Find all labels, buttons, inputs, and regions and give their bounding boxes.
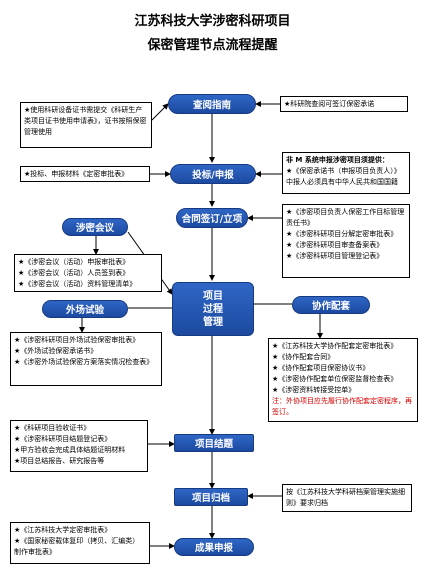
box-line: ★《江苏科技大学协作配套定密审批表》 xyxy=(272,342,398,350)
box-line: 按《江苏科技大学科研档案管理实施细则》要求归档 xyxy=(286,488,405,507)
box-line: ★《保密承诺书（申报项目负责人）》 xyxy=(286,167,401,175)
node-bid-apply: 投标/申报 xyxy=(170,164,256,184)
node-classified-meeting: 涉密会议 xyxy=(62,218,128,236)
box-line: ★《涉密会议（活动）人员签到表》 xyxy=(18,269,130,277)
box-query-left: ★使用科研设备证书需提交《科研生产类项目证书使用申请表》，证书按照保密管理使用 xyxy=(20,102,152,148)
node-contract-signing: 合同签订/立项 xyxy=(176,208,248,228)
box-line: ★《涉密会议（活动）申报审批表》 xyxy=(18,258,130,266)
box-line: ★《协作配套合同》 xyxy=(272,353,335,361)
node-process-management: 项目 过程 管理 xyxy=(172,282,254,336)
node-process-line3: 管理 xyxy=(203,316,223,328)
box-line: ★《涉密协作配套单位保密监督检查表》 xyxy=(272,375,398,383)
box-archive-right: 按《江苏科技大学科研档案管理实施细则》要求归档 xyxy=(282,484,412,512)
box-query-right: ★科研院查阅可签订保密承诺 xyxy=(280,96,408,112)
box-line: ★科研院查阅可签订保密承诺 xyxy=(284,100,375,108)
box-line: ★投标、申报材料《定密审批表》 xyxy=(24,170,129,178)
box-line: ★《涉密科研项目分解定密审批表》 xyxy=(286,230,398,238)
box-line: ★《江苏科技大学定密审批表》 xyxy=(14,526,112,534)
box-line: ★甲方验收会完成具体结题证明材料 xyxy=(14,446,126,454)
box-line: ★《涉密项目负责人保密工作目标管理责任书》 xyxy=(286,208,405,227)
coop-note: 注：外协项目应先履行协作配套定密程序，再签订。 xyxy=(272,397,412,416)
box-line: 非 M 系统申报涉密项目须提供： xyxy=(286,156,389,164)
page-title: 江苏科技大学涉密科研项目 xyxy=(134,14,291,29)
box-line: ★使用科研设备证书需提交《科研生产类项目证书使用申请表》，证书按照保密管理使用 xyxy=(24,106,147,136)
box-line: ★《外场试验保密承诺书》 xyxy=(14,347,98,355)
box-achievement-left: ★《江苏科技大学定密审批表》 ★《国家秘密载体复印（拷贝、汇编类）制作审批表》 xyxy=(10,522,150,564)
node-coop-support: 协作配套 xyxy=(292,296,370,314)
node-project-archive: 项目归档 xyxy=(174,488,248,506)
box-line: ★《涉密会议（活动）资料管理清单》 xyxy=(18,280,137,288)
node-project-acceptance: 项目结题 xyxy=(174,434,254,452)
box-line: 中报人必须具有中华人民共和国国籍 xyxy=(286,178,398,186)
node-process-line1: 项目 xyxy=(203,290,223,302)
box-line: ★《协作配套项目保密协议书》 xyxy=(272,364,370,372)
box-line: ★《涉密外场试验保密方案落实情况检查表》 xyxy=(14,358,154,366)
box-meeting-left: ★《涉密会议（活动）申报审批表》 ★《涉密会议（活动）人员签到表》 ★《涉密会议… xyxy=(14,254,162,292)
box-line: ★项目总结报告、研究报告等 xyxy=(14,457,105,465)
node-achievement-declare: 成果申报 xyxy=(174,538,254,556)
box-coop-right: ★《江苏科技大学协作配套定密审批表》 ★《协作配套合同》 ★《协作配套项目保密协… xyxy=(268,338,418,422)
page-subtitle: 保密管理节点流程提醒 xyxy=(147,38,278,53)
box-acceptance-left: ★《科研项目验收证书》 ★《涉密科研项目结题登记表》 ★甲方验收会完成具体结题证… xyxy=(10,420,148,472)
box-line: ★《涉密科研项目管理登记表》 xyxy=(286,252,384,260)
box-contract-right: ★《涉密项目负责人保密工作目标管理责任书》 ★《涉密科研项目分解定密审批表》 ★… xyxy=(282,204,410,278)
box-field-left: ★《涉密科研项目外场试验保密审批表》 ★《外场试验保密承诺书》 ★《涉密外场试验… xyxy=(10,332,162,386)
box-bid-right: 非 M 系统申报涉密项目须提供： ★《保密承诺书（申报项目负责人）》 中报人必须… xyxy=(282,152,410,194)
node-query-guide: 查阅指南 xyxy=(168,94,256,114)
box-line: ★《涉密科研项目结题登记表》 xyxy=(14,435,112,443)
node-field-test: 外场试验 xyxy=(42,300,128,318)
box-line: ★《科研项目验收证书》 xyxy=(14,424,91,432)
node-process-line2: 过程 xyxy=(203,303,223,315)
box-bid-left: ★投标、申报材料《定密审批表》 xyxy=(20,166,150,182)
box-line: ★《涉密科研项目外场试验保密审批表》 xyxy=(14,336,140,344)
box-line: ★《涉密资料转接受控单》 xyxy=(272,386,356,394)
box-line: ★《国家秘密载体复印（拷贝、汇编类）制作审批表》 xyxy=(14,537,140,556)
box-line: ★《涉密科研项目审查备案表》 xyxy=(286,241,384,249)
